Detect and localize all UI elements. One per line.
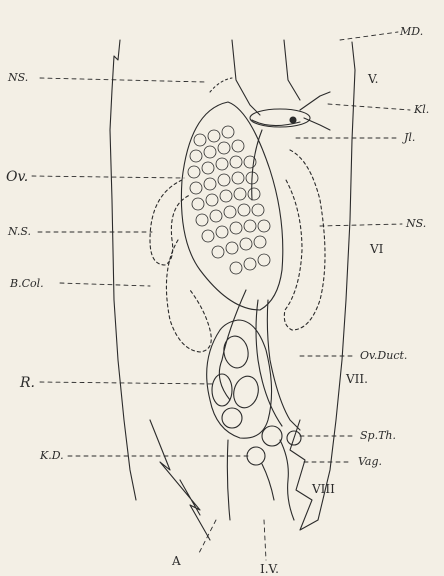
label-md: MD. xyxy=(400,26,423,37)
label-segment-viii: VIII xyxy=(312,484,335,495)
label-r: R. xyxy=(20,376,35,390)
dotted-nerve-top xyxy=(210,78,232,92)
fringe-right xyxy=(290,420,318,530)
label-ov: Ov. xyxy=(6,170,28,184)
label-sp-th: Sp.Th. xyxy=(360,430,396,441)
fringe-left xyxy=(150,420,210,540)
label-ns-top: NS. xyxy=(8,72,28,83)
ovary-cells xyxy=(188,126,270,274)
spermatheca xyxy=(262,426,282,446)
tubule-left-lower xyxy=(166,240,211,352)
label-segment-v: V. xyxy=(368,74,378,85)
label-jl: Jl. xyxy=(404,132,415,143)
label-segment-vii: VII. xyxy=(346,374,368,385)
label-kl: Kl. xyxy=(414,104,429,115)
label-kd: K.D. xyxy=(40,450,64,461)
midgut-tube xyxy=(232,40,300,115)
label-ns-left: N.S. xyxy=(8,226,31,237)
ganglion xyxy=(250,109,310,127)
tubule-right xyxy=(284,150,325,330)
label-ov-duct: Ov.Duct. xyxy=(360,350,407,361)
oviduct xyxy=(256,300,300,430)
label-bcol: B.Col. xyxy=(10,278,44,289)
body-outline-left xyxy=(110,40,136,500)
label-iv: I.V. xyxy=(260,564,279,575)
label-ns-right: NS. xyxy=(406,218,426,229)
tubule-left xyxy=(150,180,190,265)
label-a: A xyxy=(172,556,181,567)
label-vag: Vag. xyxy=(358,456,382,467)
label-segment-vi: VI xyxy=(370,242,383,256)
